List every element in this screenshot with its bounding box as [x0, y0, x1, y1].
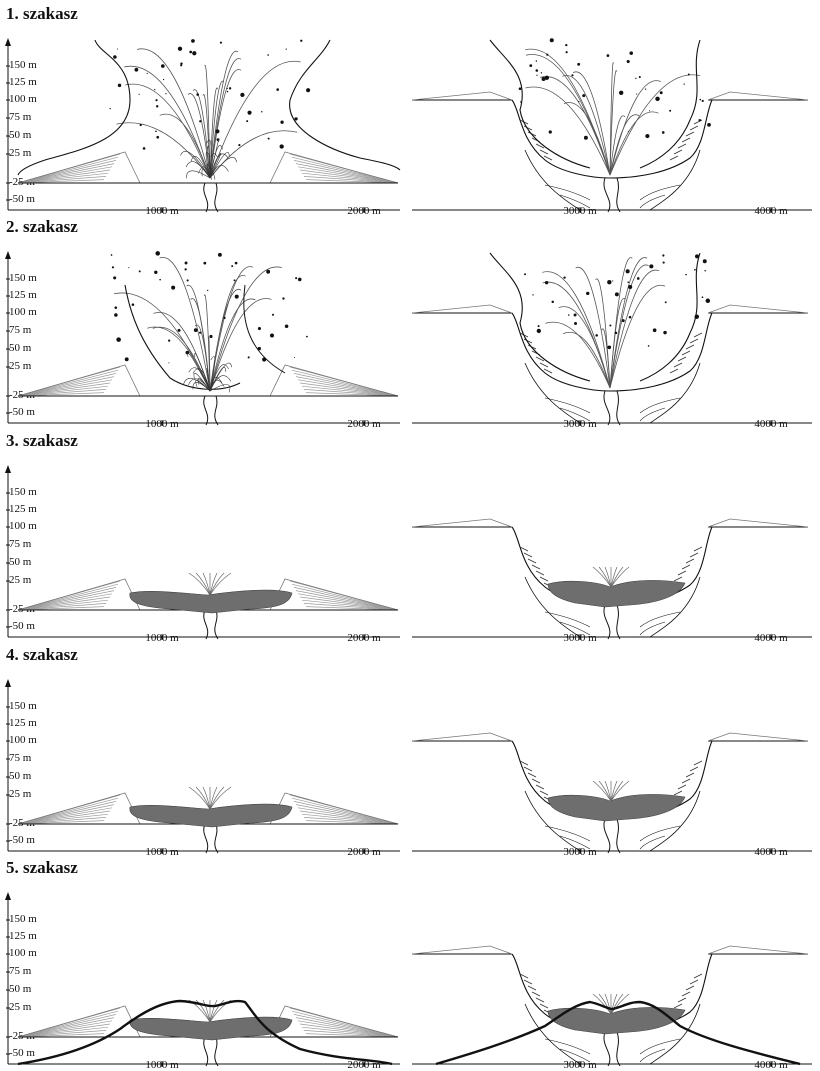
right-cross-section: [412, 733, 808, 853]
left-cross-section: [18, 1000, 398, 1066]
stage-diagram: [0, 427, 820, 640]
stage-diagram: [0, 0, 820, 213]
left-cross-section: [18, 787, 398, 853]
lava-lake: [548, 794, 685, 821]
axes: [5, 465, 812, 640]
lava-lake: [548, 580, 685, 607]
stage-diagram: [0, 213, 820, 426]
right-cross-section: [412, 253, 808, 425]
eruption-column: [490, 253, 710, 388]
left-cross-section: [18, 573, 398, 639]
axes: [5, 38, 812, 213]
right-cross-section: [412, 946, 808, 1066]
left-cross-section: [18, 39, 400, 212]
left-cross-section: [18, 251, 398, 425]
stage-diagram: [0, 854, 820, 1067]
right-cross-section: [412, 519, 808, 639]
stage-diagram: [0, 641, 820, 854]
right-cross-section: [412, 38, 808, 212]
eruption-column: [18, 39, 400, 180]
eruption-column: [490, 38, 711, 175]
axes: [5, 679, 812, 854]
axes: [5, 251, 812, 426]
axes: [5, 892, 812, 1067]
eruption-column: [111, 251, 308, 392]
